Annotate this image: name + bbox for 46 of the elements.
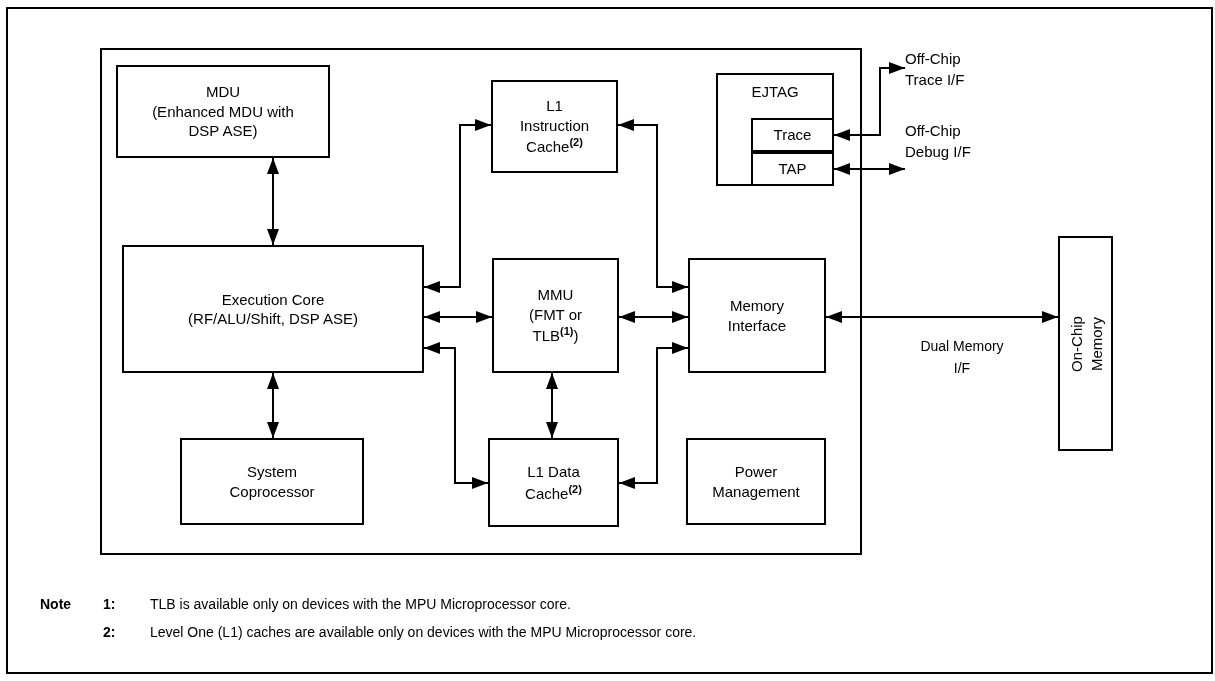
block-label: On-Chip Memory bbox=[1066, 314, 1105, 374]
block-box bbox=[686, 438, 826, 525]
chip-boundary bbox=[100, 48, 862, 555]
connector-arrow bbox=[267, 157, 279, 246]
block-label: Execution Core bbox=[221, 289, 325, 309]
block-box bbox=[492, 258, 619, 373]
note-text: TLB is available only on devices with the MPU Microprocessor core. bbox=[150, 596, 571, 612]
block-box bbox=[116, 65, 330, 158]
block-label: Power Management bbox=[711, 462, 801, 501]
connector-arrow bbox=[618, 342, 689, 489]
interface-label: Off-Chip Debug I/F bbox=[905, 120, 1000, 172]
block-label: L1 Data Cache$^{(2)}$ bbox=[524, 462, 583, 503]
connector-arrow bbox=[618, 311, 689, 323]
block-label: (Enhanced MDU with DSP ASE) bbox=[151, 101, 295, 141]
block-label: Trace bbox=[773, 125, 812, 145]
connector-arrow bbox=[423, 119, 492, 293]
block-box bbox=[716, 73, 834, 186]
block-box bbox=[488, 438, 619, 527]
connector-arrow bbox=[825, 311, 1059, 323]
block-box bbox=[491, 80, 618, 173]
memory-box bbox=[1058, 236, 1113, 451]
connector-arrow bbox=[617, 119, 689, 293]
interface-label: Off-Chip Trace I/F bbox=[905, 48, 995, 100]
block-box bbox=[751, 152, 834, 186]
block-label: EJTAG bbox=[750, 82, 800, 100]
block-label: MMU (FMT or TLB$^{(1)}$) bbox=[527, 285, 584, 346]
block-label: TAP bbox=[778, 159, 807, 179]
connector-arrow bbox=[546, 372, 558, 439]
block-label: System Coprocessor bbox=[228, 462, 316, 501]
block-box bbox=[122, 245, 424, 373]
connector-arrow bbox=[833, 163, 906, 175]
block-label: (RF/ALU/Shift, DSP ASE) bbox=[188, 309, 358, 329]
block-box bbox=[751, 118, 834, 152]
note-heading: Note bbox=[40, 596, 72, 612]
block-box bbox=[688, 258, 826, 373]
block-label: Memory Interface bbox=[726, 296, 788, 335]
block-label: MDU bbox=[205, 82, 241, 102]
note-number: 1: bbox=[103, 596, 116, 612]
connector-arrow bbox=[267, 372, 279, 439]
connector-arrow bbox=[423, 311, 493, 323]
note-number: 2: bbox=[103, 624, 116, 640]
block-label: L1 Instruction Cache$^{(2)}$ bbox=[518, 96, 591, 157]
note-text: Level One (L1) caches are available only on devices with the MPU Microprocessor core. bbox=[150, 624, 697, 640]
connector-arrow bbox=[423, 342, 489, 489]
connector-arrow bbox=[833, 62, 906, 141]
block-box bbox=[180, 438, 364, 525]
